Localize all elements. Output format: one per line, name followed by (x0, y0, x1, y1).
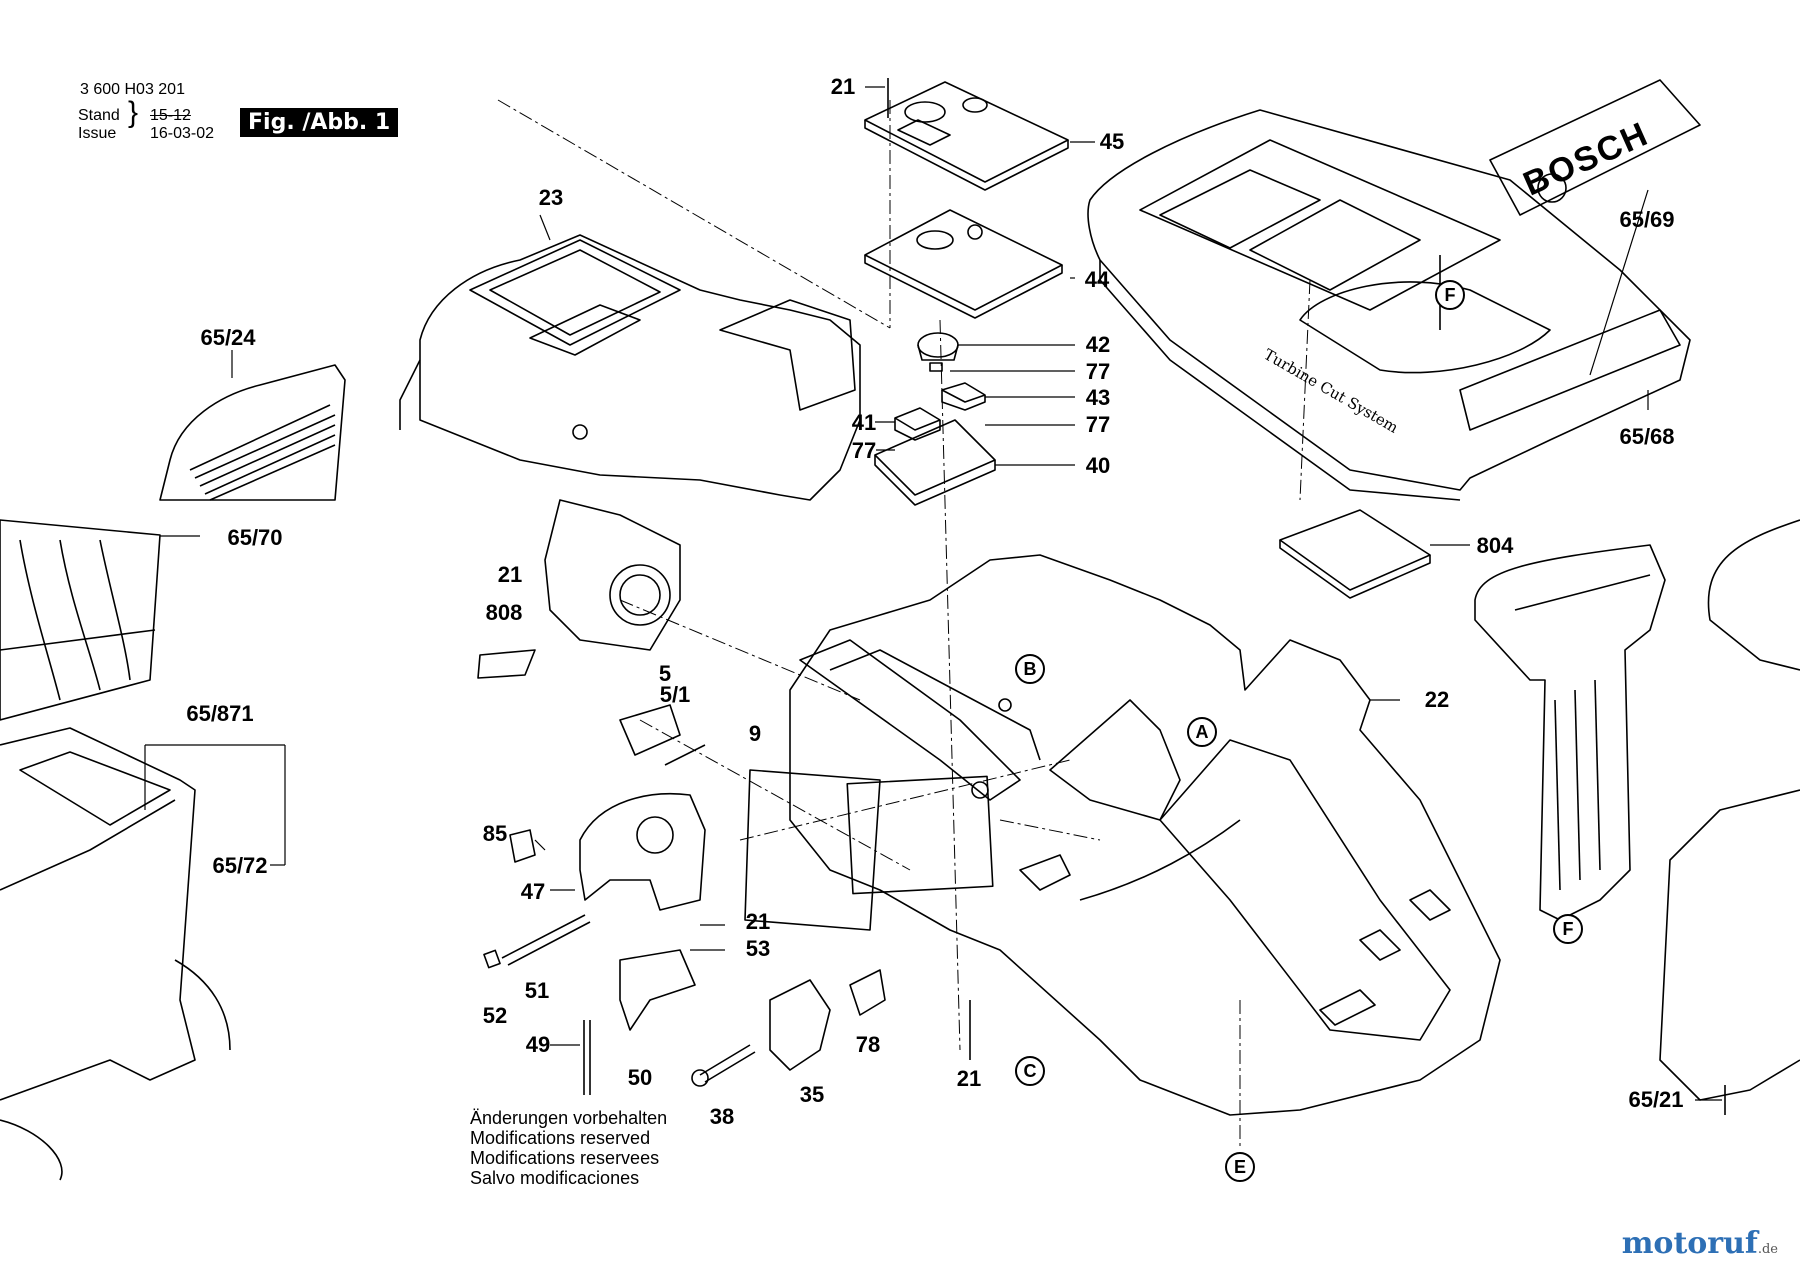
upper-housing-23 (399, 234, 861, 501)
issue-value: 16-03-02 (150, 125, 215, 142)
stand-label: Stand (78, 107, 120, 124)
part-label: 50 (627, 1065, 653, 1090)
part-label: 21 (497, 562, 523, 587)
part-label: 52 (482, 1003, 508, 1028)
part-label: 44 (1084, 267, 1110, 292)
part-label: 21 (745, 909, 771, 934)
label-9 (744, 769, 881, 931)
part-label: 85 (482, 821, 508, 846)
part-label: 65/21 (1628, 1087, 1684, 1112)
note-line: Änderungen vorbehalten (470, 1108, 668, 1128)
stand-value: 15-12 (150, 107, 191, 124)
side-holder-F (1474, 544, 1666, 921)
callout-b: B (1015, 654, 1045, 684)
part-label: 65/871 (186, 701, 254, 726)
part-label: 42 (1085, 332, 1111, 357)
badge-65-69 (1489, 79, 1701, 216)
part-label: 21 (956, 1066, 982, 1091)
part-label: 808 (485, 600, 523, 625)
part-label: 51 (524, 978, 550, 1003)
part-label: 77 (1085, 359, 1111, 384)
watermark-suffix: .de (1757, 1242, 1778, 1257)
grille-65-24 (159, 364, 346, 501)
drawing-number: 3 600 H03 201 (80, 81, 185, 98)
part-label: 21 (830, 74, 856, 99)
button-plate-44 (864, 209, 1063, 319)
right-housing (1659, 519, 1800, 1101)
part-label: 45 (1099, 129, 1125, 154)
modification-notes: Änderungen vorbehalten Modifications res… (470, 1108, 667, 1188)
watermark: motoruf.de (1622, 1226, 1778, 1261)
part-label: 78 (855, 1032, 881, 1057)
part-label: 47 (520, 879, 546, 904)
part-label: 77 (1085, 412, 1111, 437)
part-label: 5 (658, 661, 672, 686)
part-label: 23 (538, 185, 564, 210)
callout-c: C (1015, 1056, 1045, 1086)
top-cover-65-68 (1087, 109, 1691, 501)
knob-42 (917, 332, 959, 358)
part-label: 53 (745, 936, 771, 961)
part-label: 43 (1085, 385, 1111, 410)
leader-lines (144, 86, 1722, 1101)
part-label: 77 (851, 438, 877, 463)
part-label: 40 (1085, 453, 1111, 478)
cover-plate-45 (864, 81, 1069, 191)
basket-65-70 (0, 519, 161, 721)
brace-icon: } (128, 96, 139, 129)
part-label: 22 (1424, 687, 1450, 712)
part-label: 38 (709, 1104, 735, 1129)
note-line: Salvo modificaciones (470, 1168, 640, 1188)
small-parts (477, 499, 1726, 1115)
part-label: 49 (525, 1032, 551, 1057)
part-label: 804 (1476, 533, 1514, 558)
pcb-804 (1279, 509, 1431, 599)
part-label: 65/70 (227, 525, 283, 550)
lower-housing-22 (789, 554, 1501, 1116)
part-label: 65/68 (1619, 424, 1675, 449)
container-65-871 (0, 727, 231, 1181)
watermark-name: motoruf (1621, 1226, 1758, 1261)
callout-f: F (1435, 280, 1465, 310)
note-line: Modifications reservees (470, 1148, 660, 1168)
callout-a: A (1187, 717, 1217, 747)
part-label: 41 (851, 410, 877, 435)
part-label: 65/24 (200, 325, 256, 350)
part-label: 9 (748, 721, 762, 746)
note-line: Modifications reserved (470, 1128, 651, 1148)
callout-e: E (1225, 1152, 1255, 1182)
issue-label: Issue (78, 125, 117, 142)
part-label: 5/1 (659, 682, 691, 707)
figure-label: Fig. /Abb. 1 (240, 108, 399, 137)
callout-f: F (1553, 914, 1583, 944)
part-label: 35 (799, 1082, 825, 1107)
part-label: 65/69 (1619, 207, 1675, 232)
part-label: 65/72 (212, 853, 268, 878)
